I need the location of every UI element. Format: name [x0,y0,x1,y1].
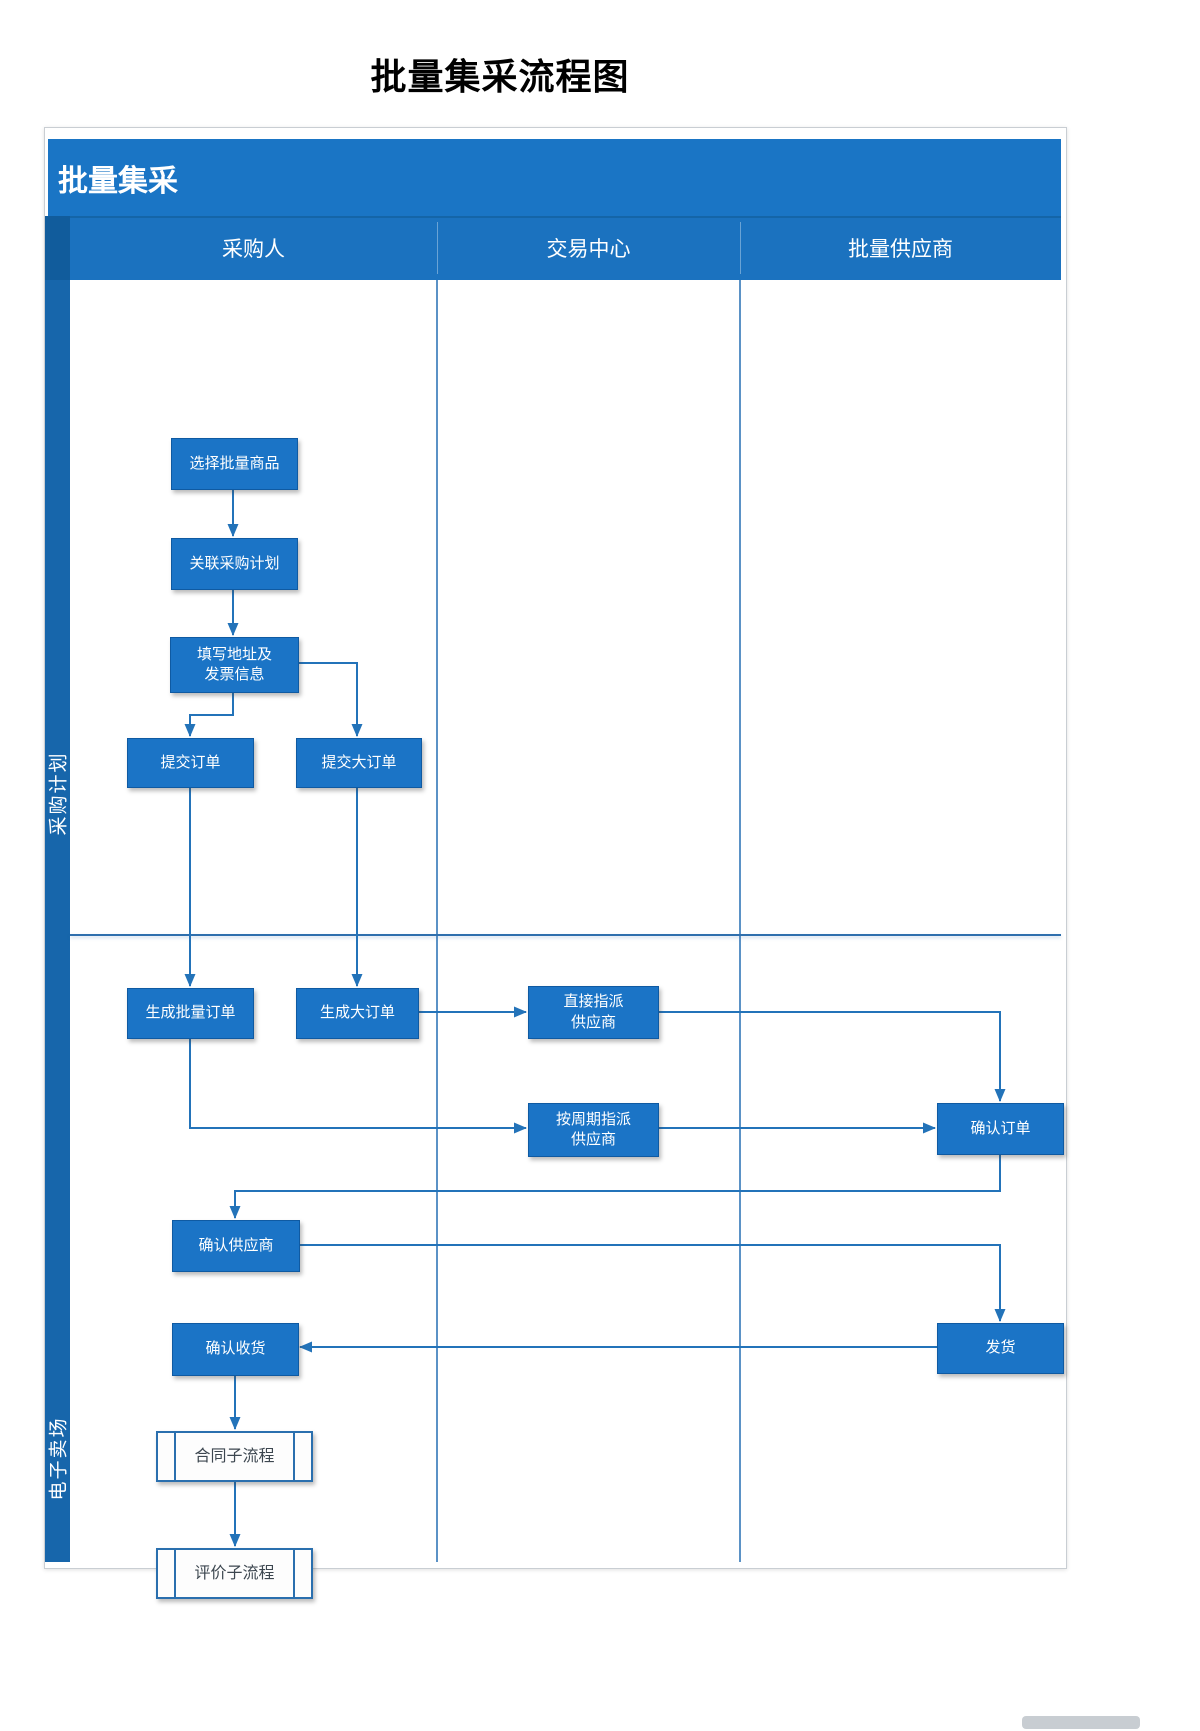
node-label: 直接指派 供应商 [563,993,624,1031]
lane-strip-top [45,216,70,280]
column-header-purchaser: 采购人 [222,238,285,261]
lane-label-procurement-plan: 采购计划 [48,751,70,836]
node-select-batch-goods: 选择批量商品 [171,438,298,490]
node-label: 按周期指派 供应商 [555,1110,631,1148]
node-link-procurement-plan: 关联采购计划 [171,538,298,590]
node-generate-large-order: 生成大订单 [296,988,419,1039]
column-header-batch-supplier: 批量供应商 [848,238,953,261]
node-label: 确认订单 [970,1119,1031,1137]
node-label: 合同子流程 [194,1447,275,1465]
node-label: 关联采购计划 [189,554,280,572]
lane-label-e-marketplace: 电子卖场 [48,1416,70,1501]
node-confirm-order: 确认订单 [937,1103,1064,1155]
horizontal-scrollbar-thumb[interactable] [1022,1716,1140,1729]
page-title: 批量集采流程图 [370,56,630,98]
node-label: 生成大订单 [319,1004,395,1022]
node-fill-address-invoice: 填写地址及 发票信息 [170,637,299,693]
lane-strip [45,216,70,1562]
node-cycle-assign-supplier: 按周期指派 供应商 [528,1103,659,1157]
node-label: 选择批量商品 [189,454,280,472]
node-confirm-receipt: 确认收货 [172,1323,299,1376]
node-label: 生成批量订单 [145,1004,236,1022]
node-ship-goods: 发货 [937,1323,1064,1374]
lane-divider [70,934,1061,936]
column-divider [739,280,741,1562]
node-label: 评价子流程 [194,1564,275,1582]
column-separator [740,222,741,274]
node-label: 填写地址及 发票信息 [196,645,272,683]
column-divider [436,280,438,1562]
node-generate-batch-order: 生成批量订单 [127,988,254,1039]
node-label: 提交订单 [160,753,221,771]
node-label: 发货 [985,1339,1016,1357]
column-header-trading-center: 交易中心 [546,238,631,261]
node-submit-large-order: 提交大订单 [296,738,422,788]
node-direct-assign-supplier: 直接指派 供应商 [528,986,659,1039]
column-header-bar [70,216,1061,280]
node-label: 确认收货 [205,1340,266,1358]
node-label: 提交大订单 [321,753,397,771]
pool-header: 批量集采 [48,139,1061,216]
node-evaluation-subprocess: 评价子流程 [156,1548,313,1599]
pool-title: 批量集采 [58,164,178,198]
node-submit-order: 提交订单 [127,738,254,788]
column-separator [437,222,438,274]
node-contract-subprocess: 合同子流程 [156,1431,313,1482]
node-label: 确认供应商 [198,1236,274,1254]
node-confirm-supplier: 确认供应商 [172,1220,300,1272]
